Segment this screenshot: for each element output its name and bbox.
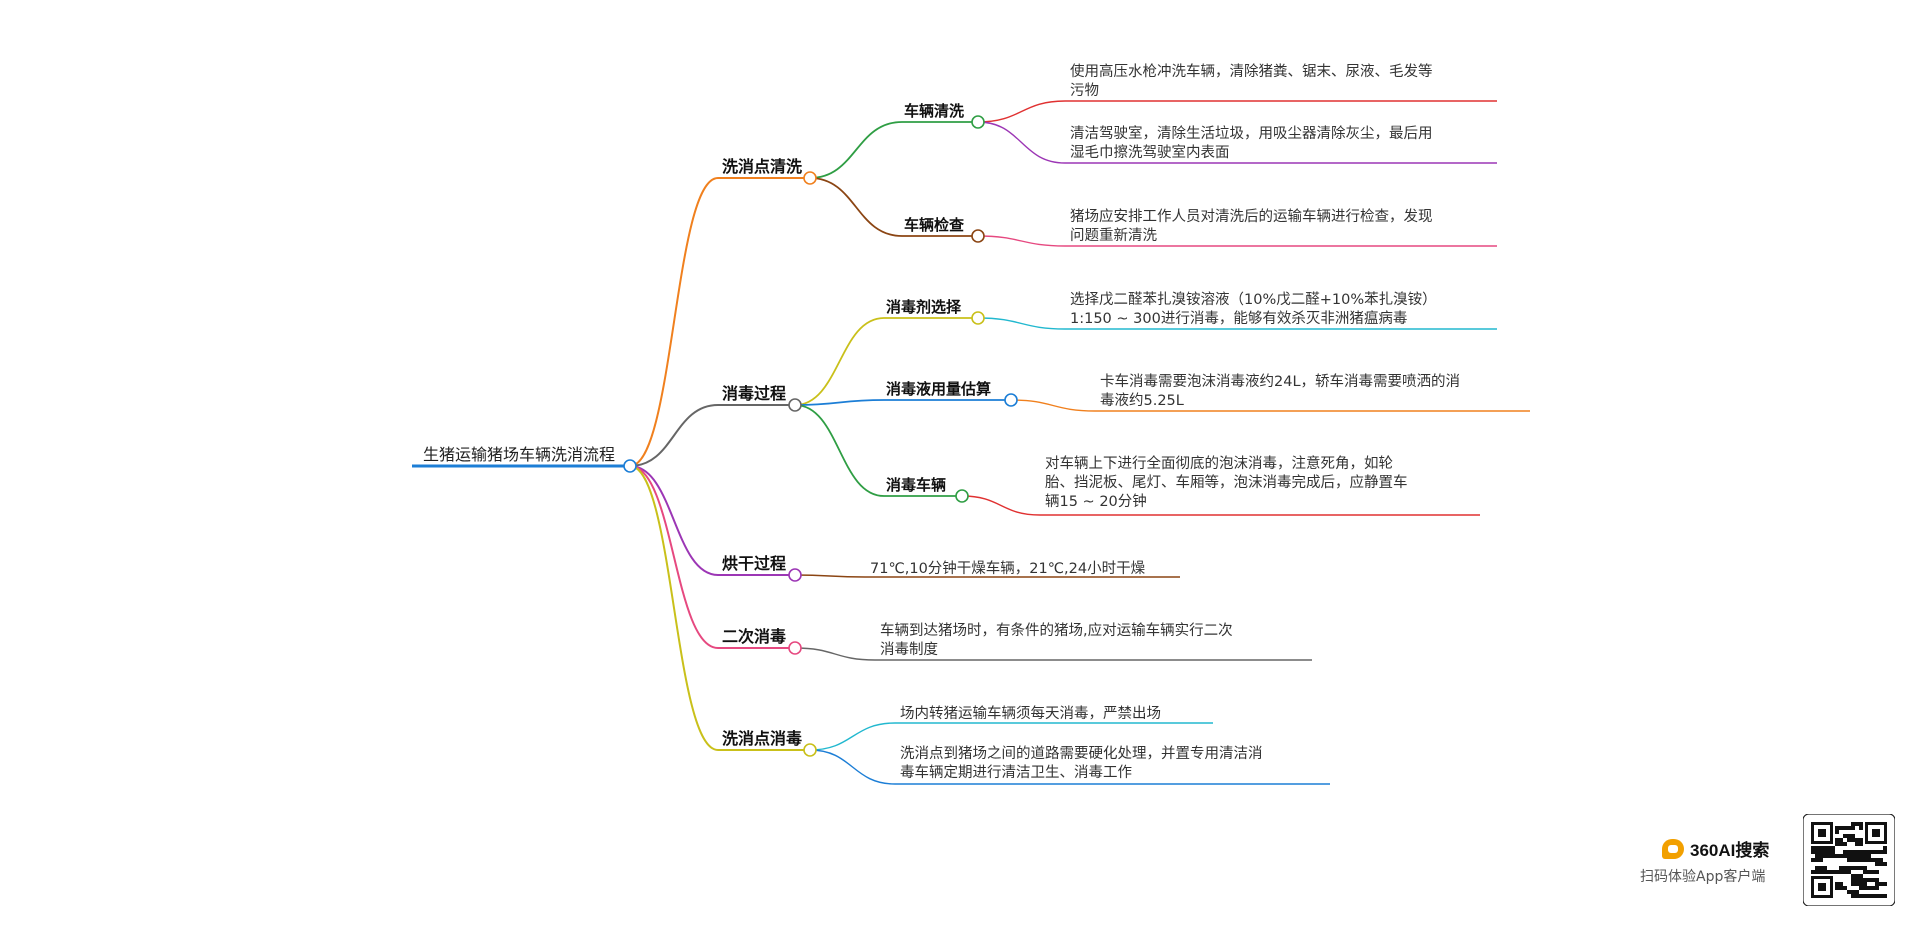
- branch-node: [803, 743, 817, 757]
- branch-node: [788, 398, 802, 412]
- connector-line: [977, 235, 1066, 247]
- subtopic-label: 消毒液用量估算: [886, 380, 991, 398]
- brand-subtitle: 扫码体验App客户端: [1640, 869, 1766, 885]
- leaf-text: 场内转猪运输车辆须每天消毒，严禁出场: [900, 705, 1161, 722]
- subtopic-node: [971, 115, 985, 129]
- branch-node: [788, 568, 802, 582]
- leaf-text: 1:150 ~ 300进行消毒，能够有效杀灭非洲猪瘟病毒: [1070, 309, 1407, 327]
- root-title: 生猪运输猪场车辆洗消流程: [423, 445, 615, 464]
- connector-line: [977, 317, 1066, 330]
- connector-line: [794, 574, 866, 578]
- branch-label: 洗消点消毒: [722, 729, 802, 748]
- leaf-text: 毒液约5.25L: [1100, 392, 1184, 409]
- leaf-text: 对车辆上下进行全面彻底的泡沫消毒，注意死角，如轮: [1045, 454, 1393, 472]
- leaf-text: 选择戊二醛苯扎溴铵溶液（10%戊二醛+10%苯扎溴铵）: [1070, 291, 1437, 308]
- connector-line: [629, 465, 719, 751]
- subtopic-label: 消毒剂选择: [886, 298, 962, 316]
- root-node: [623, 459, 637, 473]
- subtopic-label: 车辆检查: [904, 216, 965, 234]
- connector-line: [794, 647, 876, 661]
- connector-line: [1010, 399, 1096, 412]
- branch-label: 烘干过程: [722, 554, 786, 573]
- branch-node: [788, 641, 802, 655]
- connector-line: [794, 404, 885, 497]
- leaf-text: 湿毛巾擦洗驾驶室内表面: [1070, 144, 1230, 161]
- chat-bubble-icon: [1662, 838, 1684, 859]
- leaf-text: 清洁驾驶室，清除生活垃圾，用吸尘器清除灰尘，最后用: [1070, 125, 1433, 142]
- subtopic-node: [971, 229, 985, 243]
- connector-line: [961, 495, 1041, 516]
- leaf-text: 洗消点到猪场之间的道路需要硬化处理，并置专用清洁消: [900, 745, 1263, 762]
- connector-line: [977, 121, 1066, 164]
- connector-line: [809, 722, 896, 751]
- leaf-text: 问题重新清洗: [1070, 227, 1157, 244]
- branch-label: 洗消点清洗: [722, 157, 802, 176]
- connector-line: [809, 177, 903, 237]
- leaf-text: 使用高压水枪冲洗车辆，清除猪粪、锯末、尿液、毛发等: [1070, 62, 1433, 80]
- brand-name: 360AI搜索: [1690, 841, 1770, 860]
- branch-label: 消毒过程: [722, 384, 786, 403]
- subtopic-label: 车辆清洗: [904, 102, 964, 120]
- connector-line: [794, 399, 885, 406]
- subtopic-node: [1004, 393, 1018, 407]
- leaf-text: 车辆到达猪场时，有条件的猪场,应对运输车辆实行二次: [880, 621, 1233, 639]
- subtopic-node: [955, 489, 969, 503]
- connector-line: [809, 749, 896, 785]
- connector-line: [629, 404, 719, 467]
- connector-line: [794, 317, 885, 406]
- leaf-text: 消毒制度: [880, 641, 938, 658]
- brand-badge: 360AI搜索 扫码体验App客户端: [1640, 836, 1790, 896]
- leaf-text: 卡车消毒需要泡沫消毒液约24L，轿车消毒需要喷洒的消: [1100, 373, 1460, 390]
- leaf-text: 毒车辆定期进行清洁卫生、消毒工作: [900, 764, 1132, 781]
- branch-label: 二次消毒: [722, 627, 786, 646]
- branch-node: [803, 171, 817, 185]
- connector-line: [629, 465, 719, 576]
- connector-line: [977, 100, 1066, 123]
- connector-line: [809, 121, 903, 179]
- leaf-text: 71℃,10分钟干燥车辆，21℃,24小时干燥: [870, 560, 1146, 577]
- subtopic-node: [971, 311, 985, 325]
- leaf-text: 污物: [1070, 82, 1099, 99]
- qr-code-icon: [1803, 814, 1895, 906]
- brand-logo: 360AI搜索: [1662, 836, 1769, 861]
- connector-line: [629, 465, 719, 649]
- subtopic-label: 消毒车辆: [886, 476, 946, 494]
- connector-line: [629, 177, 719, 467]
- leaf-text: 猪场应安排工作人员对清洗后的运输车辆进行检查，发现: [1070, 207, 1433, 225]
- leaf-text: 辆15 ~ 20分钟: [1045, 493, 1147, 510]
- leaf-text: 胎、挡泥板、尾灯、车厢等，泡沫消毒完成后，应静置车: [1045, 473, 1408, 491]
